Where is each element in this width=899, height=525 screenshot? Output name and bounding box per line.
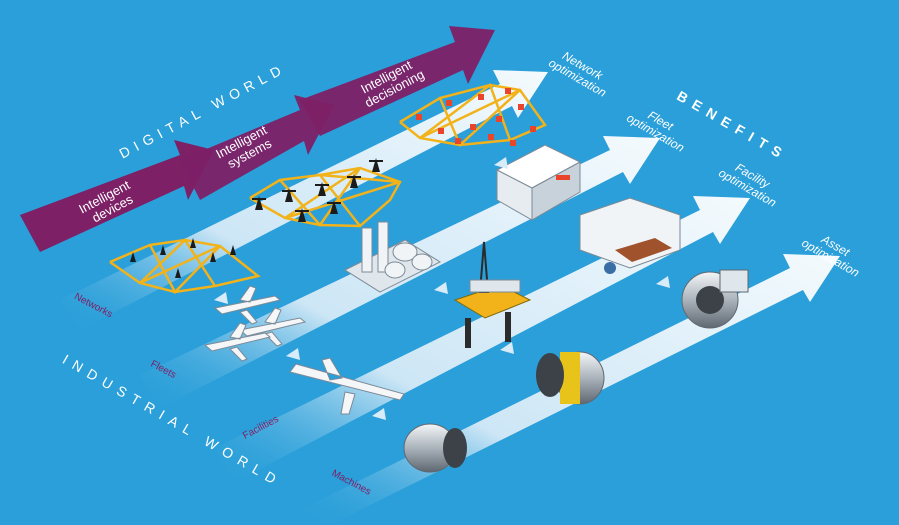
arrow-intelligent-systems [180, 95, 334, 200]
network-nodes [416, 88, 536, 146]
arrow-intelligent-devices [20, 140, 214, 252]
oil-rig-icon [453, 241, 532, 348]
hospital-room-icon [579, 197, 681, 274]
digital-world-arrows [20, 26, 495, 252]
arrow-intelligent-decisioning [300, 26, 495, 136]
office-building-icon [495, 144, 582, 221]
link-arrows [214, 157, 670, 420]
refinery-icon [343, 221, 442, 293]
jet-engine-icon [403, 351, 605, 473]
transmission-tower-icon [130, 158, 383, 278]
turbine-icon [681, 269, 749, 329]
airplane-icon [203, 285, 405, 415]
